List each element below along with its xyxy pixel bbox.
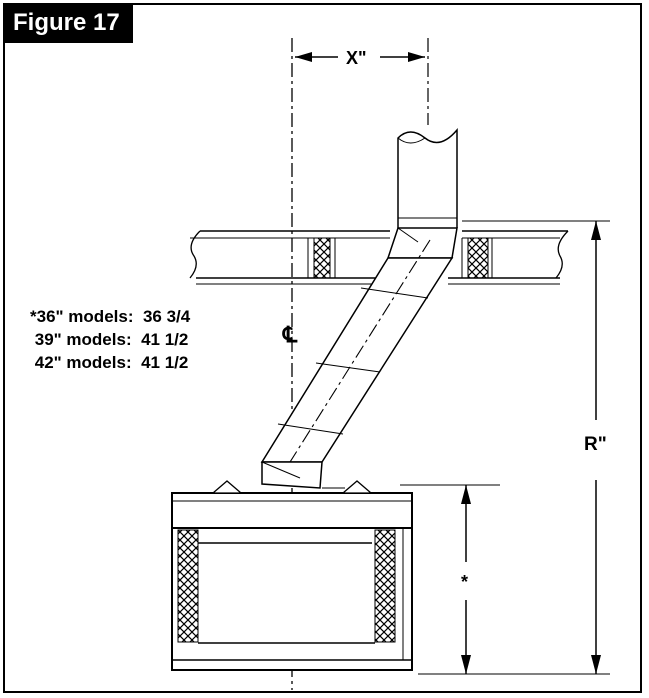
star-dimension-label: * [461,572,468,592]
figure-label: Figure 17 [3,3,133,43]
upper-elbow [386,227,458,259]
model-row-36: *36" models: 36 3/4 [30,305,190,328]
upper-pipe [397,127,458,228]
model-row-42: 42" models: 41 1/2 [30,351,190,374]
angled-pipe [260,257,454,463]
model-dimensions-list: *36" models: 36 3/4 39" models: 41 1/2 4… [30,305,190,374]
model-value: 36 3/4 [142,307,191,326]
model-label: 39" models: [34,330,132,349]
ceiling-left [189,230,392,285]
ceiling-right [448,230,569,285]
r-dimension-label: R" [584,434,607,455]
model-row-39: 39" models: 41 1/2 [30,328,190,351]
model-label: 42" models: [34,353,132,372]
centerline-symbol: ℄ [282,322,298,347]
model-label: *36" models: [30,307,134,326]
model-value: 41 1/2 [141,330,189,349]
model-value: 41 1/2 [141,353,189,372]
x-dimension-label: X" [346,48,367,68]
fireplace-box [171,480,413,671]
